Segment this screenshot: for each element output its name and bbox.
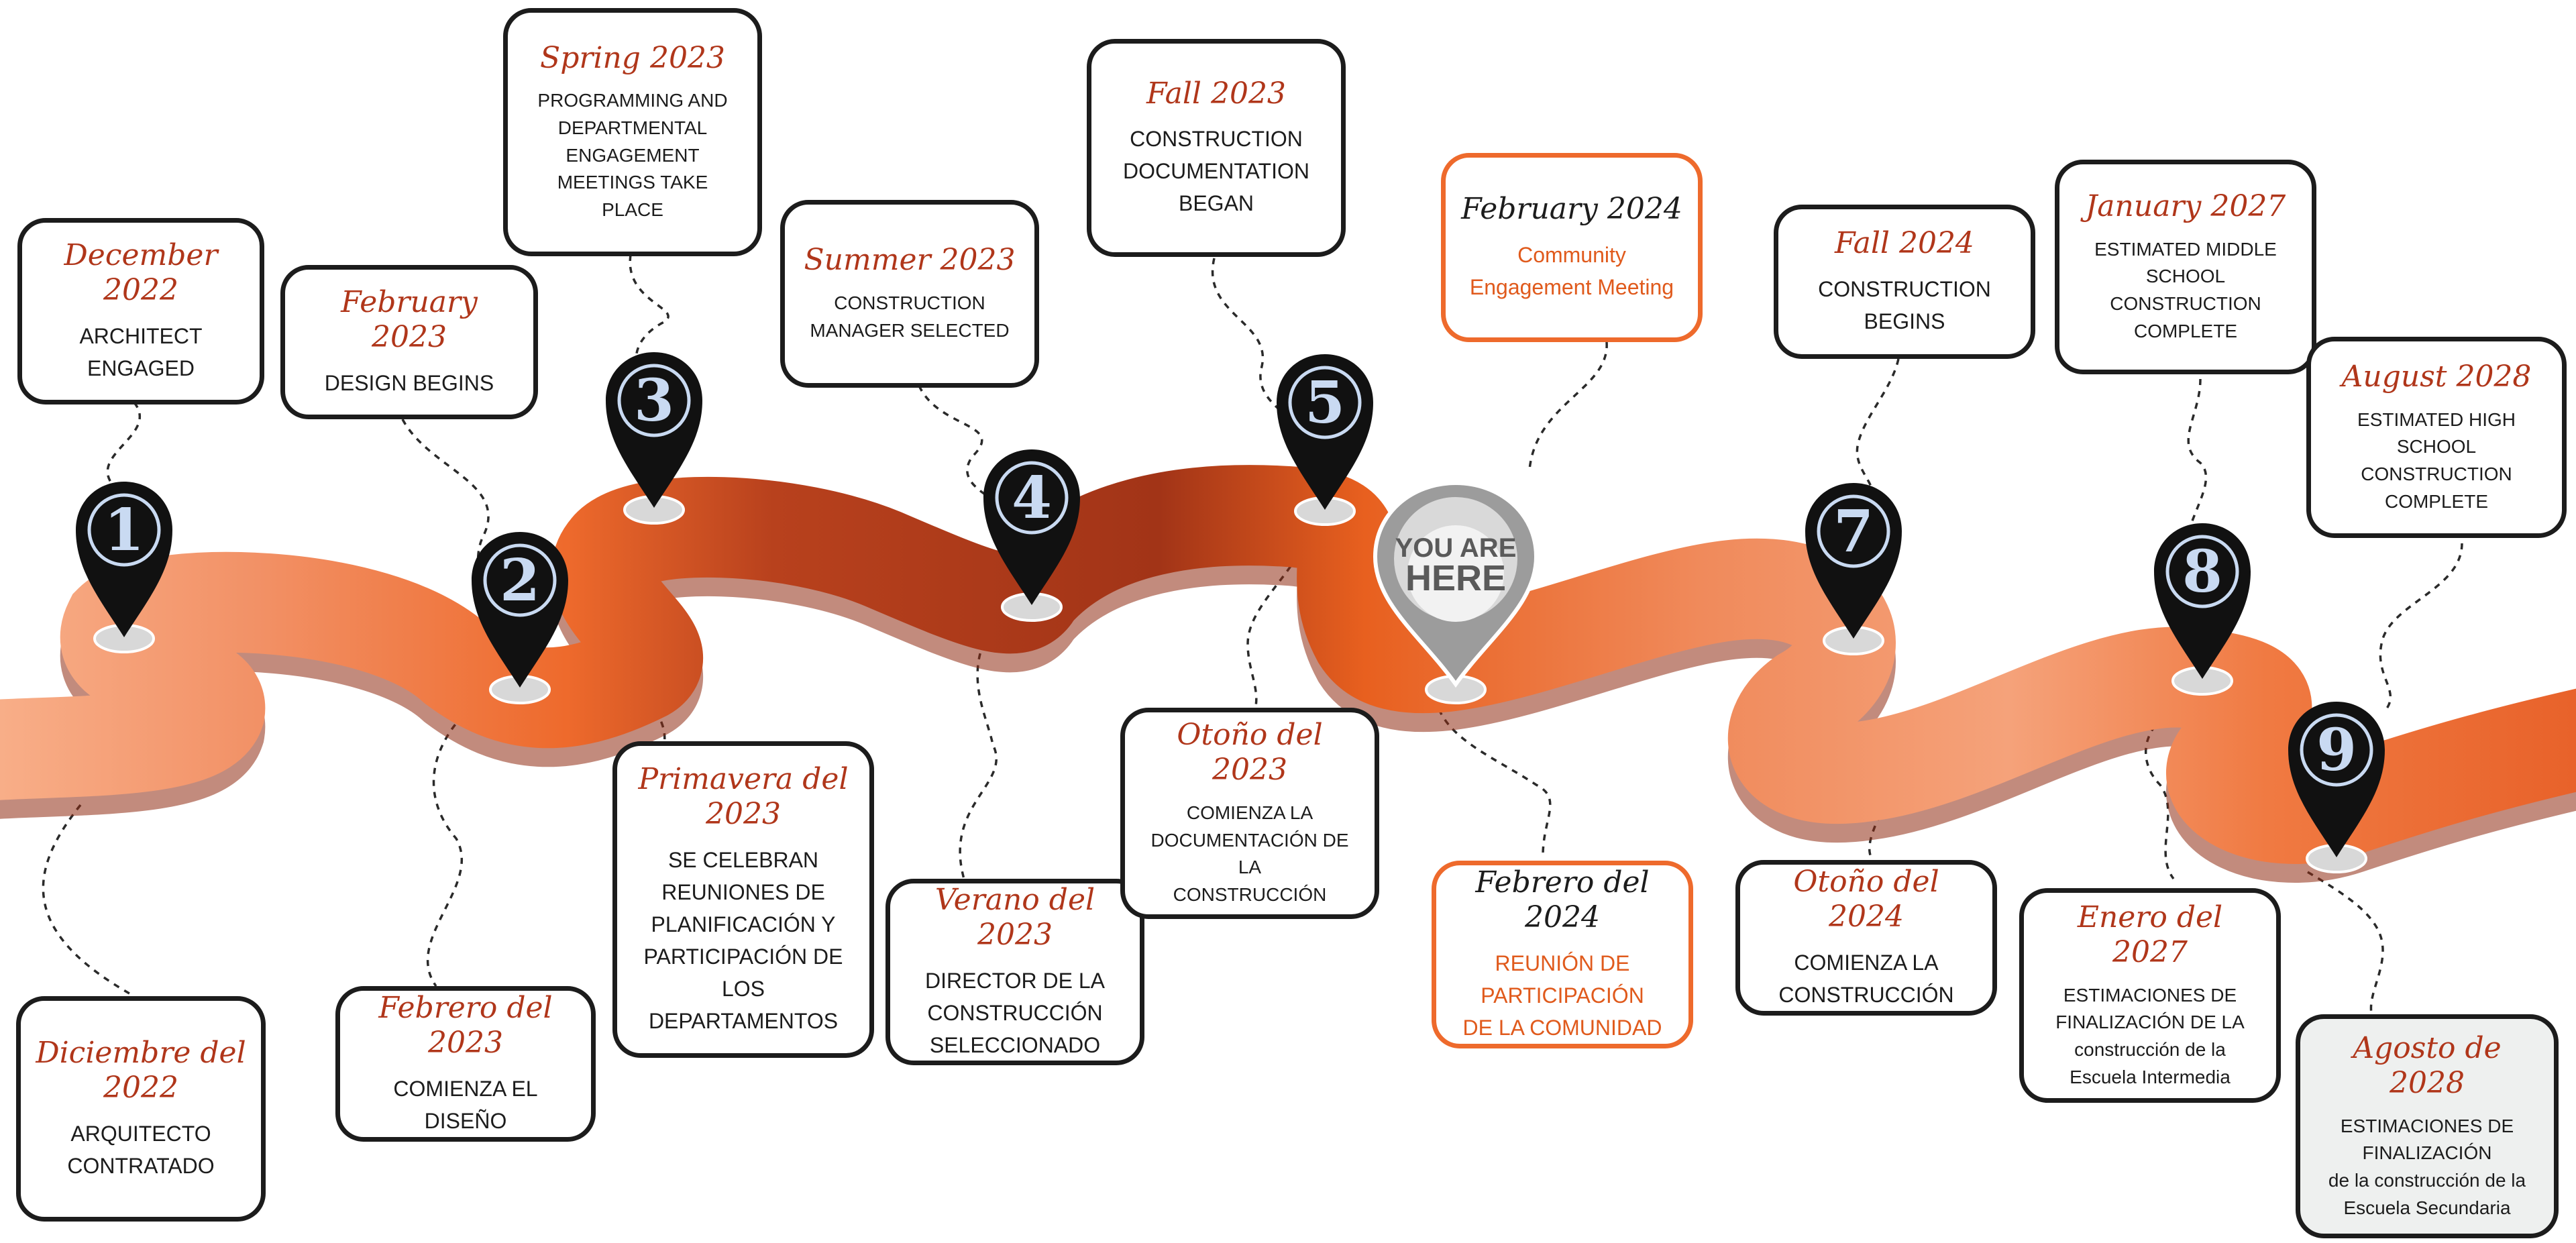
- card-february-2023: February 2023 DESIGN BEGINS: [280, 265, 538, 419]
- map-pin-2: 2: [472, 532, 568, 688]
- milestone-text: ARQUITECTO CONTRATADO: [67, 1121, 215, 1178]
- card-fall-2024: Fall 2024 CONSTRUCTION BEGINS: [1774, 205, 2035, 359]
- milestone-date: Fall 2023: [1146, 76, 1286, 111]
- milestone-text: CONSTRUCTION BEGINS: [1818, 276, 1991, 333]
- milestone-date: Verano del 2023: [934, 883, 1095, 952]
- map-pin-9: 9: [2288, 702, 2385, 857]
- card-otono-2023: Otoño del 2023 COMIENZA LA DOCUMENTACIÓN…: [1120, 708, 1379, 919]
- milestone-date: Febrero del 2023: [378, 991, 553, 1060]
- you-are-here-pin: YOU ARE HERE: [1373, 480, 1539, 688]
- milestone-date: Spring 2023: [540, 40, 725, 75]
- card-summer-2023: Summer 2023 CONSTRUCTION MANAGER SELECTE…: [780, 200, 1039, 388]
- you-are-here-line1: YOU ARE: [1395, 533, 1517, 563]
- card-diciembre-2022: Diciembre del 2022 ARQUITECTO CONTRATADO: [16, 996, 266, 1222]
- milestone-text: COMIENZA EL DISEÑO: [393, 1076, 538, 1133]
- map-pin-1: 1: [76, 482, 172, 637]
- milestone-text: DESIGN BEGINS: [324, 370, 494, 395]
- milestone-text: ARCHITECT ENGAGED: [79, 323, 203, 380]
- pin-number: 1: [104, 496, 144, 564]
- milestone-date: February 2024: [1461, 192, 1682, 227]
- pin-number: 2: [500, 547, 540, 614]
- milestone-date: Primavera del 2023: [638, 762, 849, 831]
- pin-number: 8: [2182, 538, 2222, 606]
- card-verano-2023: Verano del 2023 DIRECTOR DE LA CONSTRUCC…: [885, 879, 1144, 1065]
- milestone-text: DIRECTOR DE LA CONSTRUCCIÓN SELECCIONADO: [925, 968, 1105, 1057]
- milestone-date: Summer 2023: [804, 243, 1016, 278]
- card-fall-2023: Fall 2023 CONSTRUCTION DOCUMENTATION BEG…: [1087, 39, 1346, 257]
- milestone-date: Enero del 2027: [2077, 900, 2223, 969]
- milestone-text: CONSTRUCTION DOCUMENTATION BEGAN: [1123, 127, 1309, 216]
- you-are-here-line2: HERE: [1405, 558, 1506, 598]
- milestone-text: SE CELEBRAN REUNIONES DE PLANIFICACIÓN Y…: [643, 847, 843, 1033]
- pin-number: 5: [1305, 369, 1345, 437]
- milestone-date: Agosto de 2028: [2353, 1030, 2502, 1100]
- milestone-text: ESTIMATED MIDDLE SCHOOL CONSTRUCTION COM…: [2094, 238, 2277, 341]
- map-pin-3: 3: [606, 352, 702, 508]
- card-february-2024: February 2024 Community Engagement Meeti…: [1441, 153, 1703, 342]
- map-pin-5: 5: [1277, 354, 1373, 510]
- pin-number: 3: [634, 367, 674, 435]
- card-febrero-2023: Febrero del 2023 COMIENZA EL DISEÑO: [335, 986, 596, 1142]
- pin-number: 7: [1833, 498, 1874, 565]
- milestone-date: Fall 2024: [1835, 226, 1974, 261]
- card-enero-2027: Enero del 2027 ESTIMACIONES DE FINALIZAC…: [2019, 888, 2281, 1103]
- card-december-2022: December 2022 ARCHITECT ENGAGED: [17, 218, 264, 404]
- pin-number: 9: [2316, 716, 2357, 784]
- milestone-text: COMIENZA LA DOCUMENTACIÓN DE LA CONSTRUC…: [1150, 802, 1349, 905]
- milestone-date: Otoño del 2024: [1793, 865, 1939, 934]
- milestone-text: ESTIMATED HIGH SCHOOL CONSTRUCTION COMPL…: [2357, 409, 2516, 512]
- map-pin-7: 7: [1805, 483, 1902, 639]
- milestone-text: COMIENZA LA CONSTRUCCIÓN: [1778, 950, 1954, 1007]
- milestone-text: ESTIMACIONES DE FINALIZACIÓN de la const…: [2328, 1115, 2526, 1218]
- card-primavera-2023: Primavera del 2023 SE CELEBRAN REUNIONES…: [612, 741, 874, 1058]
- card-febrero-2024: Febrero del 2024 REUNIÓN DE PARTICIPACIÓ…: [1432, 861, 1693, 1048]
- card-august-2028: August 2028 ESTIMATED HIGH SCHOOL CONSTR…: [2306, 337, 2567, 538]
- milestone-text: REUNIÓN DE PARTICIPACIÓN DE LA COMUNIDAD: [1462, 951, 1662, 1040]
- milestone-date: Febrero del 2024: [1475, 865, 1650, 934]
- milestone-date: February 2023: [341, 285, 478, 354]
- pin-bases: [93, 495, 2367, 873]
- card-otono-2024: Otoño del 2024 COMIENZA LA CONSTRUCCIÓN: [1735, 860, 1997, 1016]
- card-agosto-2028: Agosto de 2028 ESTIMACIONES DE FINALIZAC…: [2296, 1014, 2559, 1238]
- milestone-date: Diciembre del 2022: [36, 1036, 246, 1105]
- milestone-text: ESTIMACIONES DE FINALIZACIÓN DE LA const…: [2055, 984, 2245, 1087]
- milestone-text: PROGRAMMING AND DEPARTMENTAL ENGAGEMENT …: [537, 90, 728, 220]
- map-pin-8: 8: [2154, 523, 2251, 679]
- milestone-date: January 2027: [2085, 188, 2286, 223]
- milestone-date: August 2028: [2341, 359, 2532, 394]
- card-january-2027: January 2027 ESTIMATED MIDDLE SCHOOL CON…: [2055, 160, 2316, 374]
- milestone-text: CONSTRUCTION MANAGER SELECTED: [810, 292, 1010, 341]
- milestone-text: Community Engagement Meeting: [1469, 242, 1674, 299]
- card-spring-2023: Spring 2023 PROGRAMMING AND DEPARTMENTAL…: [503, 8, 762, 256]
- map-pin-4: 4: [983, 449, 1080, 605]
- milestone-date: December 2022: [64, 238, 218, 307]
- pin-number: 4: [1012, 464, 1052, 532]
- milestone-date: Otoño del 2023: [1177, 718, 1323, 788]
